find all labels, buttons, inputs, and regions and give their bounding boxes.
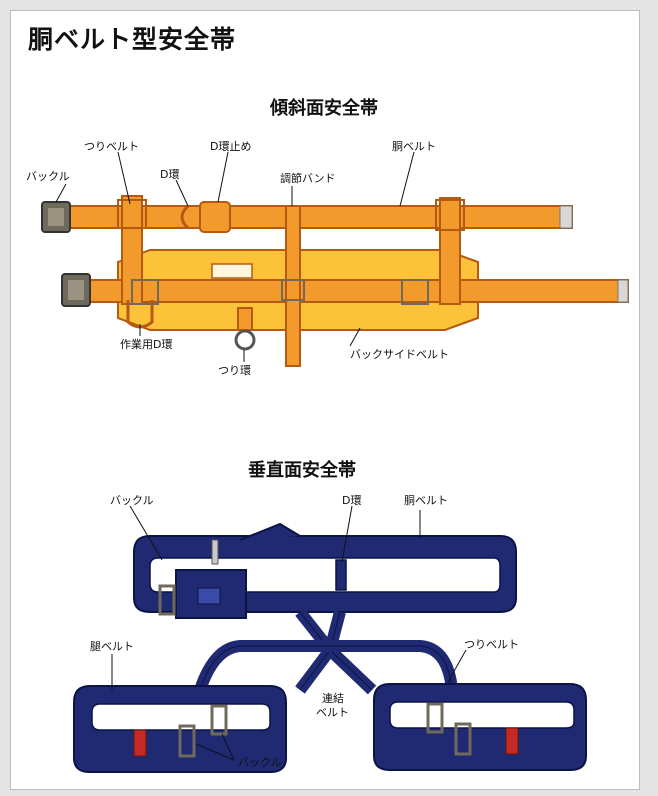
leg-buckle-left	[178, 724, 196, 758]
vertical-harness-illustration	[73, 522, 587, 773]
label-work-d-ring: 作業用D環	[120, 338, 173, 351]
label-buckle-top: バックル	[110, 494, 154, 507]
label-vert-d-ring: D環	[342, 494, 362, 507]
label-vert-torso-belt: 胴ベルト	[404, 494, 448, 507]
label-torso-belt: 胴ベルト	[392, 140, 436, 153]
slope-harness-illustration	[41, 195, 629, 367]
lower-back-side-belt	[67, 279, 629, 303]
adjust-band	[285, 205, 301, 367]
side-buckle-left	[131, 279, 159, 305]
name-tag	[211, 263, 253, 279]
leg-buckle-right	[454, 722, 472, 756]
label-leg-belt: 腿ベルト	[90, 640, 134, 653]
d-ring-stop	[199, 201, 231, 233]
section-title-vertical-harness: 垂直面安全帯	[248, 460, 356, 481]
label-vert-hanging-belt: つりベルト	[464, 638, 519, 651]
hanging-belt-right	[439, 197, 461, 305]
label-d-ring-stop: D環止め	[210, 140, 252, 153]
label-buckle: バックル	[26, 170, 70, 183]
label-hanging-ring: つり環	[218, 364, 251, 377]
label-d-ring: D環	[160, 168, 180, 181]
d-ring	[180, 204, 190, 230]
red-clip-right	[505, 727, 519, 755]
side-buckle-right	[401, 279, 429, 305]
red-clip-left	[133, 729, 147, 757]
label-buckle-bottom: バックル	[238, 756, 282, 769]
hanging-ring	[234, 329, 256, 351]
section-title-slope-harness: 傾斜面安全帯	[270, 98, 378, 119]
label-adjust-band: 調節バンド	[280, 172, 336, 185]
vertical-leader-lines	[111, 505, 467, 761]
slope-leader-lines	[55, 151, 415, 362]
label-back-side-belt: バックサイドベルト	[350, 348, 449, 361]
adjust-band-buckle	[281, 279, 305, 301]
page-title: 胴ベルト型安全帯	[28, 25, 237, 54]
label-hanging-belt: つりベルト	[84, 140, 139, 153]
label-connecting-belt-line1: 連結	[322, 692, 344, 705]
label-connecting-belt-line2: ベルト	[316, 706, 349, 719]
torso-buckle	[158, 584, 176, 616]
